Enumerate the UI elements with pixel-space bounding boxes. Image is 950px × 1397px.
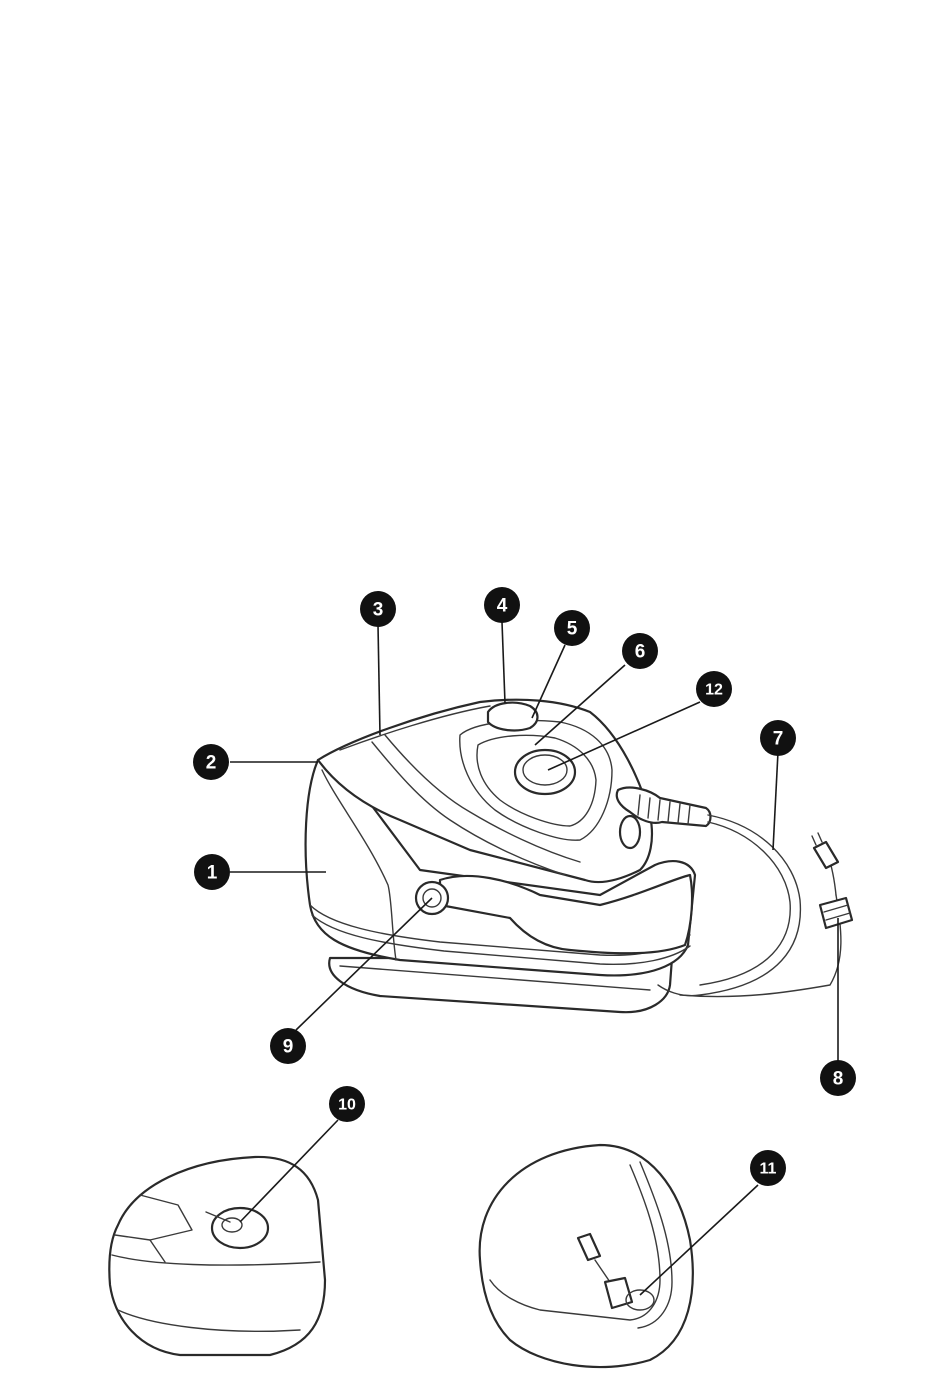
callout-9: 9 — [270, 1028, 306, 1064]
callout-6-label: 6 — [635, 642, 646, 663]
base-underside-detail-left — [109, 1157, 325, 1355]
callout-11-label: 11 — [760, 1161, 777, 1178]
callout-8: 8 — [820, 1060, 856, 1096]
callout-11: 11 — [750, 1150, 786, 1186]
callout-7-label: 7 — [773, 729, 784, 750]
callout-4: 4 — [484, 587, 520, 623]
callout-8-label: 8 — [833, 1069, 844, 1090]
callout-3-label: 3 — [373, 600, 384, 621]
callout-10-label: 10 — [338, 1097, 356, 1114]
callout-10: 10 — [329, 1086, 365, 1122]
callout-5: 5 — [554, 610, 590, 646]
callout-1-label: 1 — [207, 863, 218, 884]
callout-6: 6 — [622, 633, 658, 669]
callout-1: 1 — [194, 854, 230, 890]
callout-3: 3 — [360, 591, 396, 627]
callout-2-label: 2 — [206, 753, 217, 774]
callout-12-label: 12 — [705, 682, 723, 699]
callout-9-label: 9 — [283, 1037, 294, 1058]
callout-4-label: 4 — [497, 596, 508, 617]
base-underside-detail-right — [480, 1145, 693, 1367]
callout-2: 2 — [193, 744, 229, 780]
callout-5-label: 5 — [567, 619, 578, 640]
callout-7: 7 — [760, 720, 796, 756]
callout-12: 12 — [696, 671, 732, 707]
